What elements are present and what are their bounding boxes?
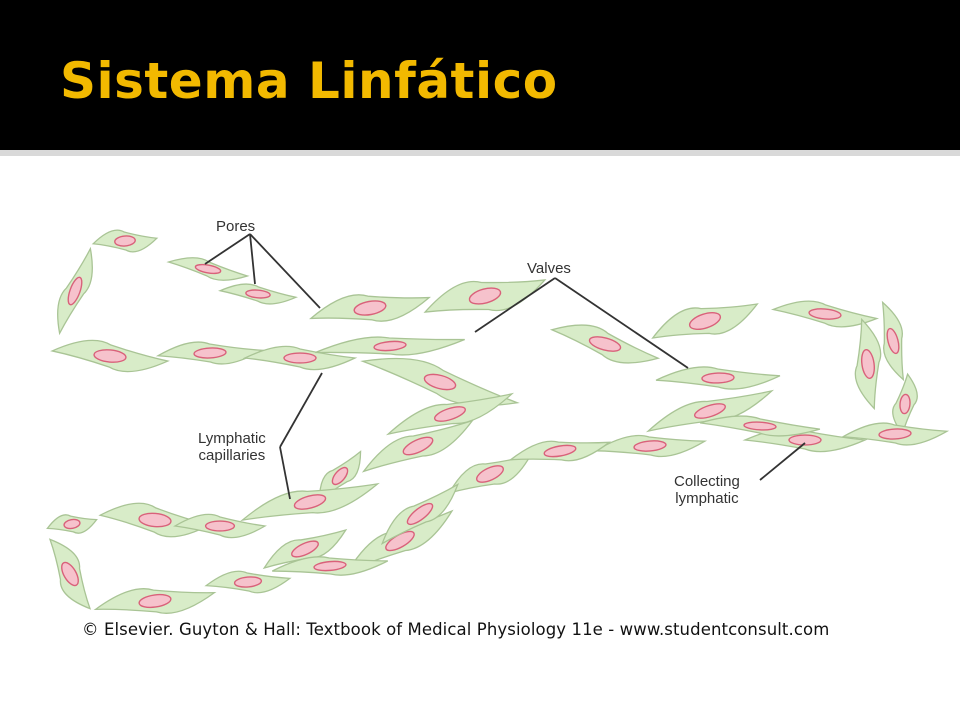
leader-line [759,442,806,481]
endothelial-cell [46,514,98,534]
cell-nucleus [688,312,722,330]
cell-nucleus [291,540,319,558]
cell-nucleus [402,436,434,456]
cell-nucleus [693,403,727,419]
cell-nucleus [788,434,822,446]
endothelial-cell [549,324,661,364]
label-collecting-lymphatic-line2: lymphatic [675,490,739,507]
title-divider [0,150,960,156]
cell-nucleus [138,512,172,528]
cell-nucleus [193,347,227,359]
cell-nucleus [293,494,327,510]
endothelial-cell [173,513,267,539]
label-lymphatic-capillaries: Lymphatic capillaries [198,430,266,464]
cell-nucleus [468,287,502,305]
endothelial-cell [57,246,93,336]
cell-nucleus [860,349,876,379]
leader-line [279,372,323,448]
cell-nucleus [331,466,349,486]
endothelial-cell [50,339,170,373]
cell-nucleus [543,444,577,458]
cell-nucleus [808,308,842,320]
title-bar: Sistema Linfático [0,0,960,156]
endothelial-cell [645,389,775,433]
cell-nucleus [633,440,667,452]
lymphatic-diagram: Pores Valves Lymphatic capillaries Colle… [0,156,960,656]
cell-nucleus [476,465,504,483]
slide-title: Sistema Linfático [60,52,558,110]
endothelial-cell [155,341,265,365]
cell-nucleus [353,300,387,316]
cell-nucleus [138,593,172,609]
endothelial-cell [385,392,515,436]
endothelial-cell [242,345,358,371]
endothelial-cell [508,440,612,462]
endothelial-cell [262,528,348,570]
cell-nucleus [373,340,407,352]
cell-nucleus [204,520,236,532]
label-lymphatic-capillaries-line2: capillaries [198,447,266,464]
cell-nucleus [899,393,911,415]
endothelial-cell [881,300,905,382]
leader-line [249,233,321,309]
cell-nucleus [878,428,912,440]
endothelial-cell [770,300,880,328]
endothelial-cell [218,283,298,305]
cell-nucleus [406,502,434,526]
cell-nucleus [433,406,467,422]
label-collecting-lymphatic: Collecting lymphatic [674,473,740,507]
endothelial-cell [651,303,759,339]
cell-nucleus [93,349,127,363]
endothelial-cell [93,588,217,614]
leader-line [554,277,689,369]
cell-nucleus [63,518,81,530]
cell-nucleus [233,576,263,588]
endothelial-cell [854,317,882,411]
endothelial-cell [655,366,781,390]
cell-nucleus [423,373,457,391]
endothelial-cell [98,502,212,538]
endothelial-cell [309,294,431,322]
figure-credit: © Elsevier. Guyton & Hall: Textbook of M… [82,620,830,639]
lymphatic-vessel-cells [46,229,950,614]
endothelial-cell [592,434,708,458]
label-collecting-lymphatic-line1: Collecting [674,473,740,490]
leader-line [204,233,251,265]
endothelial-cell [204,570,292,594]
endothelial-cell [240,482,380,522]
cell-nucleus [283,352,317,364]
label-pores: Pores [216,218,256,235]
cell-nucleus [701,372,735,384]
endothelial-cell [166,257,250,281]
leader-line [279,446,291,500]
label-valves: Valves [527,260,571,277]
endothelial-cell [318,450,362,502]
endothelial-cell [360,357,520,407]
leader-line [474,277,556,333]
endothelial-cell [271,556,389,576]
endothelial-cell [91,229,159,253]
leader-line [249,233,256,285]
cell-nucleus [245,289,271,299]
cell-nucleus [194,263,222,275]
cell-nucleus [588,336,622,352]
endothelial-cell [315,336,465,356]
cell-nucleus [743,421,777,431]
cell-nucleus [886,327,900,355]
endothelial-cell [840,422,950,446]
endothelial-cell [361,419,475,473]
label-lymphatic-capillaries-line1: Lymphatic [198,430,266,447]
endothelial-cell [892,372,918,436]
cell-nucleus [114,235,136,247]
cell-nucleus [61,561,79,587]
cell-nucleus [313,560,347,572]
endothelial-cell [699,415,821,437]
endothelial-cell [48,538,92,610]
cell-nucleus [67,276,83,306]
